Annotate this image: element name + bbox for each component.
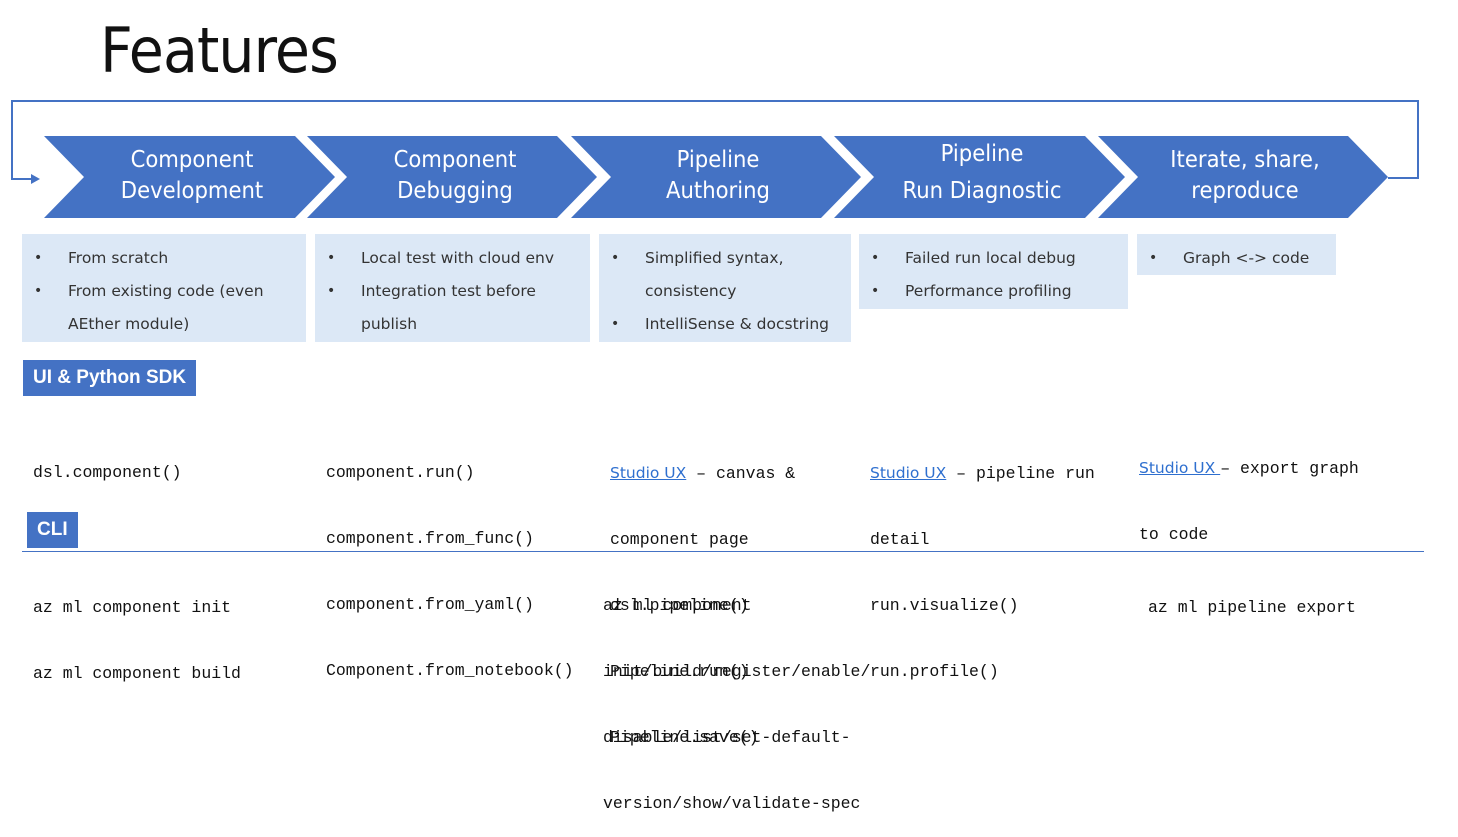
feedback-loop-arrowhead (31, 174, 40, 184)
sdk-code-pipeline-run-diagnostic: Studio UX – pipeline run detail run.visu… (870, 418, 1095, 705)
note-box-pipeline-run-diagnostic: Failed run local debug Performance profi… (859, 234, 1128, 309)
stage-label-line: Debugging (397, 178, 513, 204)
code-line: component.run() (326, 463, 475, 482)
stage-label-line: Pipeline (940, 141, 1024, 167)
studio-ux-link[interactable]: Studio UX (870, 464, 947, 482)
code-line: component page (610, 530, 749, 549)
code-text: – canvas & (686, 464, 796, 483)
code-line: dsl.pipeline() (610, 596, 749, 615)
stage-label-line: Development (120, 178, 264, 204)
code-line: Studio UX – pipeline run (870, 462, 1095, 485)
code-text: – pipeline run (946, 464, 1095, 483)
code-line: component.from_func() (326, 529, 534, 548)
sdk-section-label: UI & Python SDK (23, 360, 197, 396)
studio-ux-link[interactable]: Studio UX (610, 464, 687, 482)
code-line: az ml component init (33, 598, 232, 617)
code-line: version/show/validate-spec (603, 794, 861, 813)
cli-code-iterate-share-reproduce: az ml pipeline export (1148, 553, 1356, 641)
note-item: Local test with cloud env (327, 242, 584, 275)
sdk-code-iterate-share-reproduce: Studio UX – export graph to code (1139, 413, 1359, 568)
note-item: Graph <-> code (1149, 242, 1330, 275)
workflow-diagram (11, 100, 1419, 218)
code-line: Studio UX – canvas & (610, 462, 795, 485)
code-line: run.profile() (870, 662, 999, 681)
code-line: az ml pipeline export (1148, 598, 1356, 617)
code-line: detail (870, 530, 930, 549)
stage-label-line: Authoring (666, 178, 770, 204)
stage-label-line: Component (393, 147, 517, 173)
code-line: init/build/register/enable/ (603, 662, 871, 681)
stage-label-line: reproduce (1191, 178, 1299, 204)
stage-label-iterate-share-reproduce: Iterate, share, reproduce (1135, 145, 1356, 207)
stage-label-line: Component (130, 147, 254, 173)
stage-label-line: Pipeline (676, 147, 760, 173)
stage-chevron-3 (571, 136, 861, 218)
code-line: component.from_yaml() (326, 595, 534, 614)
cli-code-pipeline-authoring: az ml component init/build/register/enab… (603, 551, 870, 837)
cli-code-component-development: az ml component init az ml component bui… (33, 553, 241, 707)
stage-chevron-4 (834, 136, 1125, 218)
sdk-code-component-debugging: component.run() component.from_func() co… (326, 418, 574, 704)
page-title: Features (100, 14, 339, 87)
note-item: From scratch (34, 242, 300, 275)
code-line: az ml component build (33, 664, 241, 683)
code-text: – export graph (1220, 459, 1359, 478)
stage-label-component-development: Component Development (82, 145, 303, 207)
note-item: Failed run local debug (871, 242, 1122, 275)
cli-section-label: CLI (27, 512, 78, 548)
note-item: From existing code (even AEther module) (34, 275, 300, 341)
note-item: Integration test before publish (327, 275, 584, 341)
note-box-pipeline-authoring: Simplified syntax, consistency IntelliSe… (599, 234, 851, 342)
note-box-component-debugging: Local test with cloud env Integration te… (315, 234, 590, 342)
stage-label-pipeline-authoring: Pipeline Authoring (608, 145, 829, 207)
code-line: Studio UX – export graph (1139, 457, 1359, 480)
note-item: IntelliSense & docstring (611, 308, 845, 341)
cli-divider (22, 551, 1424, 552)
stage-label-line: Run Diagnostic (902, 178, 1062, 204)
stage-chevron-1 (44, 136, 335, 218)
sdk-code-component-development: dsl.component() (33, 418, 182, 506)
note-item: Simplified syntax, consistency (611, 242, 845, 308)
code-line: Component.from_notebook() (326, 661, 574, 680)
feedback-loop-line (11, 100, 1419, 180)
code-line: to code (1139, 525, 1209, 544)
note-box-component-development: From scratch From existing code (even AE… (22, 234, 306, 342)
code-line: disable/list/set-default- (603, 728, 851, 747)
note-box-iterate-share-reproduce: Graph <-> code (1137, 234, 1336, 275)
code-line: dsl.component() (33, 463, 182, 482)
stage-chevron-2 (307, 136, 597, 218)
code-line: az ml component (603, 596, 752, 615)
code-line: run.visualize() (870, 596, 1019, 615)
stage-label-pipeline-run-diagnostic: Pipeline Run Diagnostic (872, 139, 1093, 213)
stage-label-component-debugging: Component Debugging (345, 145, 566, 207)
stage-label-line: Iterate, share, (1170, 147, 1320, 173)
note-item: Performance profiling (871, 275, 1122, 308)
stage-chevron-5 (1098, 136, 1388, 218)
studio-ux-link[interactable]: Studio UX (1139, 459, 1221, 477)
